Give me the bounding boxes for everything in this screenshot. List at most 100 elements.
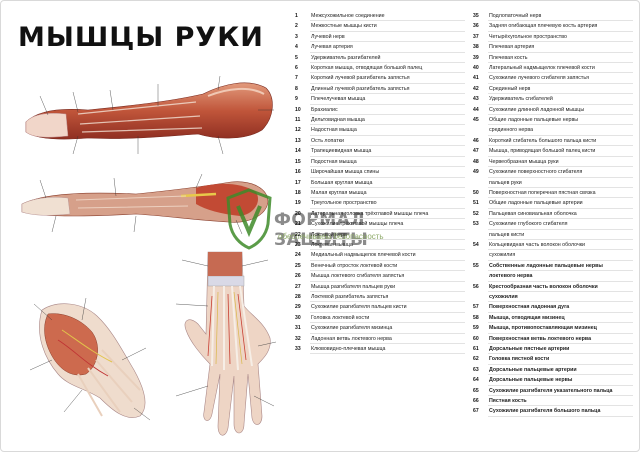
legend-item: 53 Сухожилие глубокого сгибателя xyxy=(473,219,633,230)
legend-label: Межкостные мышцы кисти xyxy=(311,23,377,30)
legend-label: Четырёхугольное пространство xyxy=(489,33,567,40)
legend-label: Сухожилие длинной ладонной мышцы xyxy=(489,106,585,113)
watermark: ФОРМАЛ ЗАЩИТЫ обеспечиваем безопасность xyxy=(226,188,426,256)
legend-number: 47 xyxy=(473,148,479,155)
legend-label: сухожилия xyxy=(489,293,518,300)
legend-number: 55 xyxy=(473,262,479,269)
legend-number: 15 xyxy=(295,158,301,165)
legend-label: Короткая мышца, отводящая большой палец xyxy=(311,65,423,72)
legend-number: 62 xyxy=(473,356,479,363)
legend-label: Срединный нерв xyxy=(489,85,531,92)
legend-label: Мышца, противопоставляющая мизинец xyxy=(489,325,597,332)
legend-label: Подлопаточный нерв xyxy=(489,13,542,19)
legend-label: сухожилия xyxy=(489,252,516,259)
legend-number: 46 xyxy=(473,137,479,144)
legend-number: 26 xyxy=(295,273,301,280)
legend-label: Головка пястной кости xyxy=(489,356,550,363)
legend-label: Дорсальные пальцевые нервы xyxy=(489,377,573,384)
legend-item: 45 Общие ладонные пальцевые нервы xyxy=(473,115,633,126)
legend-label: Сухожилие глубокого сгибателя xyxy=(489,221,568,228)
legend-label: Короткий сгибатель большого пальца кисти xyxy=(489,137,597,144)
legend-number: 18 xyxy=(295,189,301,196)
legend-number: 40 xyxy=(473,65,479,72)
legend-number: 45 xyxy=(473,117,479,124)
legend-item: 64 Дорсальные пальцевые нервы xyxy=(473,375,633,387)
legend-item: пальцев кисти xyxy=(473,230,633,241)
legend-label: Сухожилие разгибателя указательного паль… xyxy=(489,387,613,394)
legend-label: Треугольное пространство xyxy=(311,200,377,207)
legend-number: 29 xyxy=(295,304,301,311)
legend-label: Плечевая артерия xyxy=(489,44,535,51)
legend-item: 65 Сухожилие разгибателя указательного па… xyxy=(473,386,633,397)
legend-item: 62 Головка пястной кости xyxy=(473,354,633,366)
legend-label: Дорсальные пястные артерии xyxy=(489,346,570,352)
legend-number: 67 xyxy=(473,408,479,415)
legend-number: 32 xyxy=(295,335,301,342)
legend-number: 53 xyxy=(473,221,479,228)
watermark-tagline: обеспечиваем безопасность xyxy=(278,232,384,241)
legend-label: Мышца локтевого сгибателя запястья xyxy=(311,273,405,280)
legend-number: 5 xyxy=(295,54,298,61)
legend-label: Кольцевидная часть волокон оболочки xyxy=(489,241,585,248)
legend-number: 41 xyxy=(473,75,479,82)
legend-item: 26 Мышца локтевого сгибателя запястья xyxy=(295,271,465,282)
legend-label: Мышца, отводящая мизинец xyxy=(489,314,565,321)
legend-number: 64 xyxy=(473,377,479,384)
legend-number: 20 xyxy=(295,210,301,217)
legend-number: 39 xyxy=(473,54,479,61)
legend-number: 19 xyxy=(295,200,301,207)
legend-label: Удерживатель сгибателей xyxy=(489,96,553,103)
legend-label: Трапециевидная мышца xyxy=(311,148,372,155)
legend-label: Дорсальные пальцевые артерии xyxy=(489,366,577,373)
legend-label: Локтевой нерв xyxy=(311,231,347,238)
legend-number: 51 xyxy=(473,200,479,207)
legend-label: Большая круглая мышца xyxy=(311,179,373,186)
legend-number: 58 xyxy=(473,314,479,321)
legend-label: Межсухожильное соединение xyxy=(311,13,385,19)
legend-label: Общие ладонные пальцевые нервы xyxy=(489,117,579,124)
legend-item: срединного нерва xyxy=(473,125,633,137)
legend-label: Латеральная головка трёхглавой мышцы пле… xyxy=(311,210,429,217)
legend-label: Червеобразная мышца руки xyxy=(489,158,559,165)
legend-label: Ость лопатки xyxy=(311,137,344,144)
legend-number: 37 xyxy=(473,33,479,40)
legend-number: 66 xyxy=(473,398,479,405)
legend-number: 38 xyxy=(473,44,479,51)
legend-number: 36 xyxy=(473,23,479,30)
legend-item: сухожилия xyxy=(473,292,633,303)
legend-label: Мышца разгибателя пальцев руки xyxy=(311,283,396,290)
legend-number: 24 xyxy=(295,252,301,259)
legend-label: локтевого нерва xyxy=(489,273,533,280)
legend-label: Дельтовидная мышца xyxy=(311,117,365,124)
watermark-brand: ФОРМАЛ ЗАЩИТЫ xyxy=(274,210,369,250)
legend-label: Медиальный надмыщелок плечевой кости xyxy=(311,252,416,259)
legend-label: Сухожилие разгибателя пальцев кисти xyxy=(311,304,407,311)
shield-icon xyxy=(226,188,272,250)
legend-number: 7 xyxy=(295,75,298,82)
legend-number: 65 xyxy=(473,387,479,394)
legend-label: Венечный отросток локтевой кости xyxy=(311,262,398,269)
legend-label: Брахиалис xyxy=(311,106,338,113)
legend-label: Пястная кость xyxy=(489,398,527,405)
legend-label: Удерживатель разгибателей xyxy=(311,54,381,61)
legend-item: 38 Плечевая артерия xyxy=(473,42,633,54)
legend-label: Сухожилие разгибателя мизинца xyxy=(311,325,393,332)
